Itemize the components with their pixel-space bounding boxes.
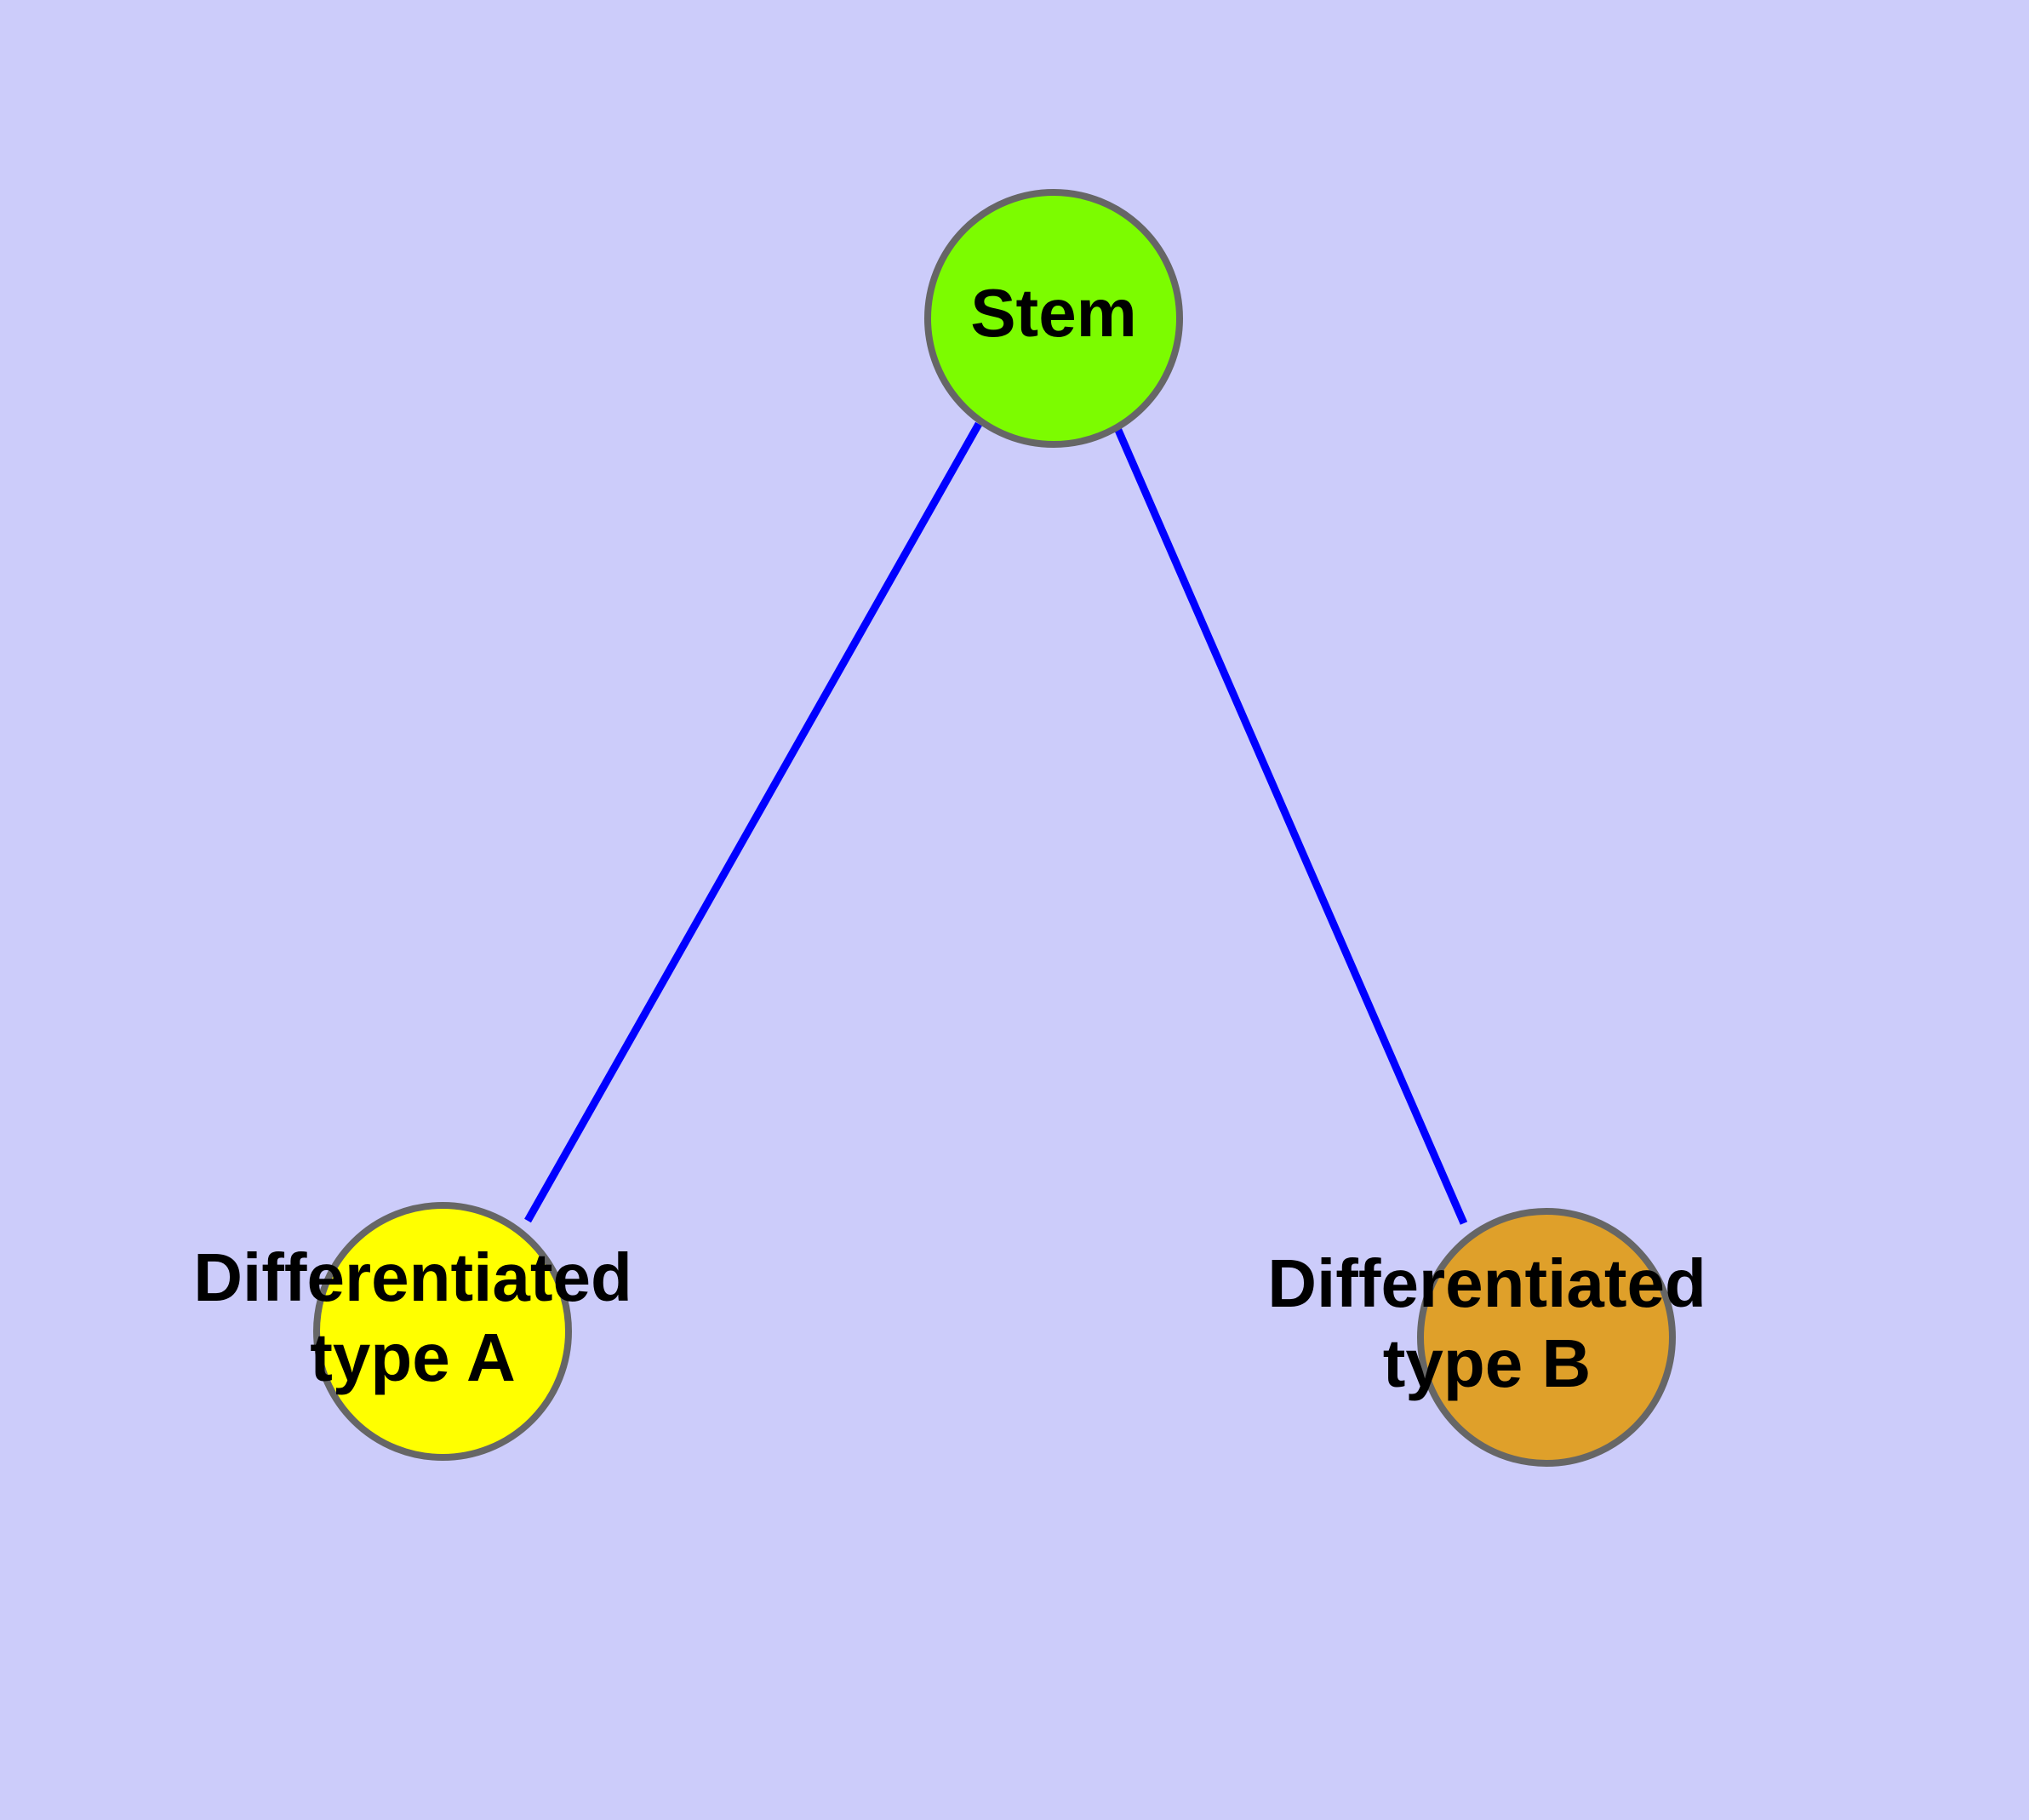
graph-edge-stem-to-diff-b[interactable] (1113, 426, 1468, 1225)
graph-edge-stem-to-diff-a[interactable] (524, 421, 982, 1223)
node-label-line: Stem (970, 275, 1137, 351)
graph-node-stem[interactable]: Stem (924, 189, 1183, 448)
node-label-line: type A (310, 1319, 516, 1395)
node-label-line: Differentiated (193, 1239, 632, 1315)
node-label-line: type B (1383, 1325, 1592, 1401)
edges-layer (524, 421, 1468, 1225)
node-circle-stem[interactable] (924, 189, 1183, 448)
node-circle-diff_a[interactable] (313, 1202, 572, 1461)
node-circle-diff_b[interactable] (1417, 1208, 1676, 1467)
node-label-line: Differentiated (1267, 1245, 1706, 1321)
node-label-stem: Stem (970, 275, 1137, 351)
